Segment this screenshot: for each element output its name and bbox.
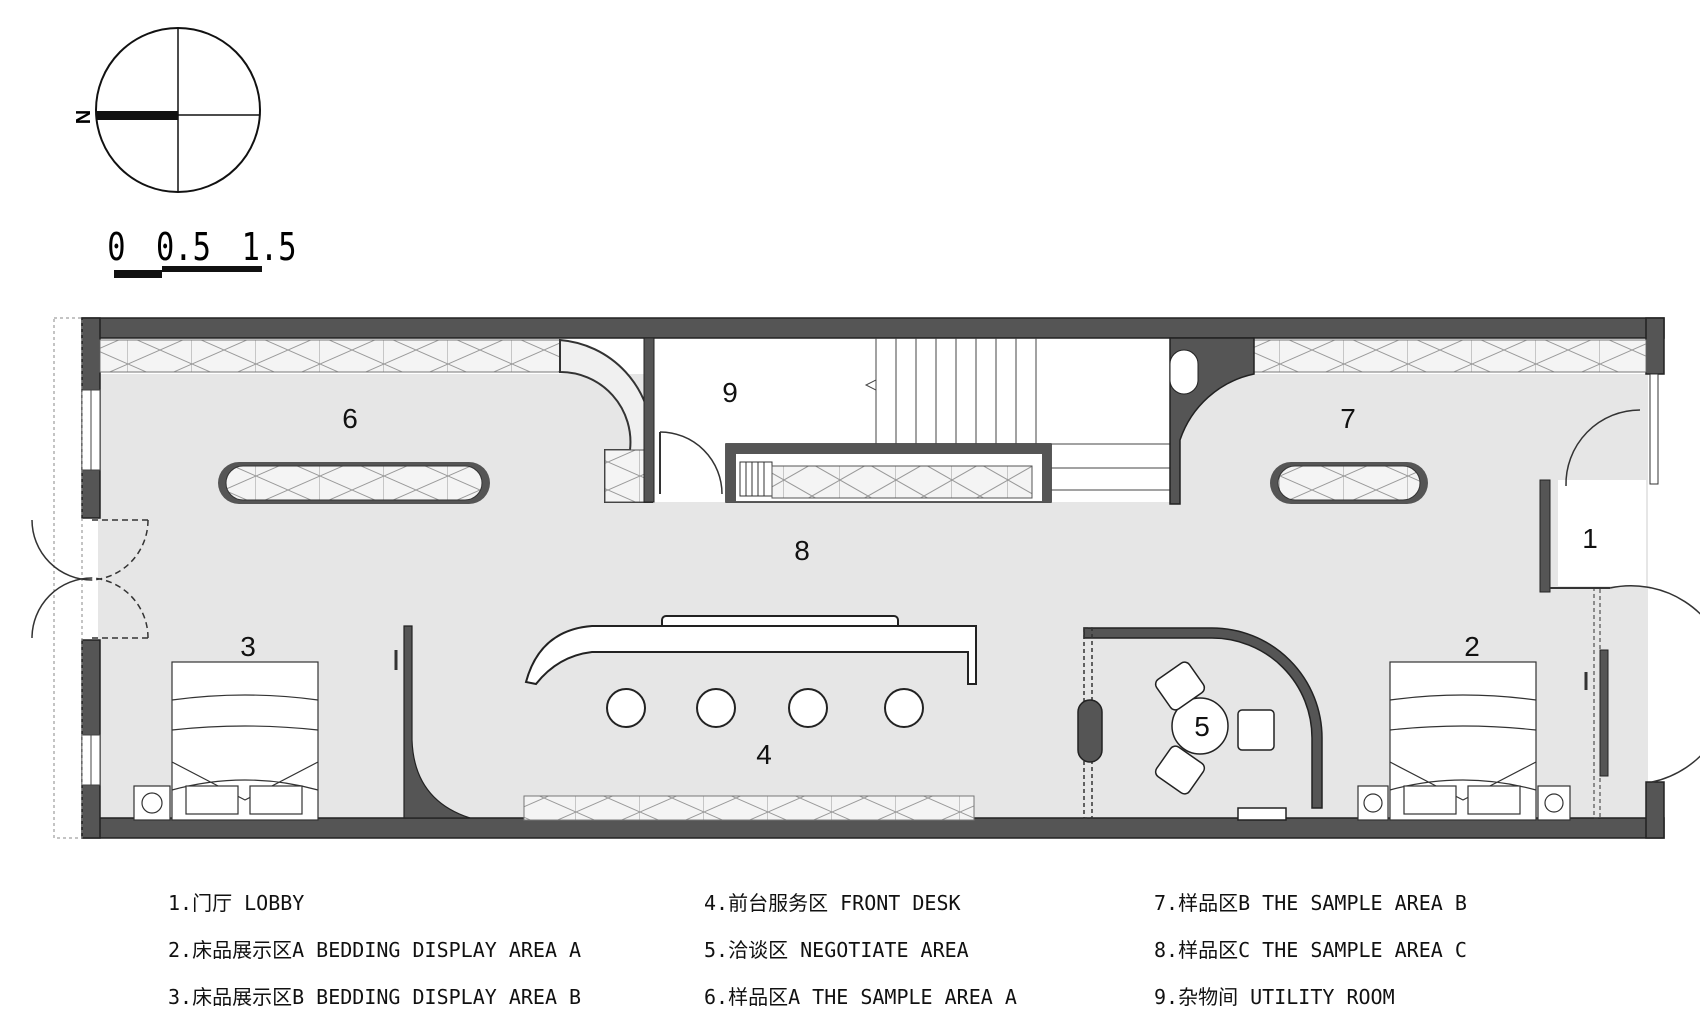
room-number-4: 4: [756, 739, 772, 770]
bed-area-2: [1357, 661, 1588, 821]
room-number-3: 3: [240, 631, 256, 662]
lobby-walls: [1539, 373, 1700, 819]
front-desk: [523, 615, 977, 821]
room-number-5: 5: [1194, 711, 1210, 742]
stairs: [864, 338, 1170, 491]
display-rack-6: [218, 462, 490, 504]
bed-area-3: [133, 625, 471, 821]
room-number-8: 8: [794, 535, 810, 566]
scale-tick-0.5: 0.5: [156, 226, 211, 270]
left-windows: [53, 317, 101, 839]
legend-column-1: 1.门厅 LOBBY 2.床品展示区A BEDDING DISPLAY AREA…: [168, 880, 581, 1021]
north-label: N: [71, 110, 93, 124]
room-number-2: 2: [1464, 631, 1480, 662]
room-number-6: 6: [342, 403, 358, 434]
entrance-door: [31, 519, 149, 639]
legend-item-5: 5.洽谈区 NEGOTIATE AREA: [704, 938, 969, 962]
scale-tick-1.5: 1.5: [242, 226, 297, 270]
legend-item-4: 4.前台服务区 FRONT DESK: [704, 891, 961, 915]
scale-bar: 0 0.5 1.5: [107, 226, 297, 278]
scale-tick-0: 0: [107, 226, 125, 270]
legend-item-9: 9.杂物间 UTILITY ROOM: [1154, 985, 1395, 1009]
negotiate-area: [1077, 627, 1323, 821]
cabinet-top-left: [99, 339, 561, 373]
room-number-9: 9: [722, 377, 738, 408]
north-compass: N: [71, 27, 261, 193]
display-rack-7: [1270, 462, 1428, 504]
utility-room-walls: [643, 337, 1052, 503]
legend-item-3: 3.床品展示区B BEDDING DISPLAY AREA B: [168, 985, 582, 1009]
room-number-1: 1: [1582, 523, 1598, 554]
legend-column-3: 7.样品区B THE SAMPLE AREA B 8.样品区C THE SAMP…: [1154, 880, 1467, 1021]
legend-item-6: 6.样品区A THE SAMPLE AREA A: [704, 985, 1017, 1009]
room-number-7: 7: [1340, 403, 1356, 434]
legend-item-1: 1.门厅 LOBBY: [168, 891, 305, 915]
floor-plan: N 0 0.5 1.5: [31, 27, 1700, 839]
cabinet-top-right: [1253, 339, 1647, 373]
legend-item-8: 8.样品区C THE SAMPLE AREA C: [1154, 938, 1467, 962]
legend-item-7: 7.样品区B THE SAMPLE AREA B: [1154, 891, 1467, 915]
legend-column-2: 4.前台服务区 FRONT DESK 5.洽谈区 NEGOTIATE AREA …: [704, 880, 1017, 1021]
legend-item-2: 2.床品展示区A BEDDING DISPLAY AREA A: [168, 938, 582, 962]
legend: 1.门厅 LOBBY 2.床品展示区A BEDDING DISPLAY AREA…: [0, 880, 1700, 1020]
